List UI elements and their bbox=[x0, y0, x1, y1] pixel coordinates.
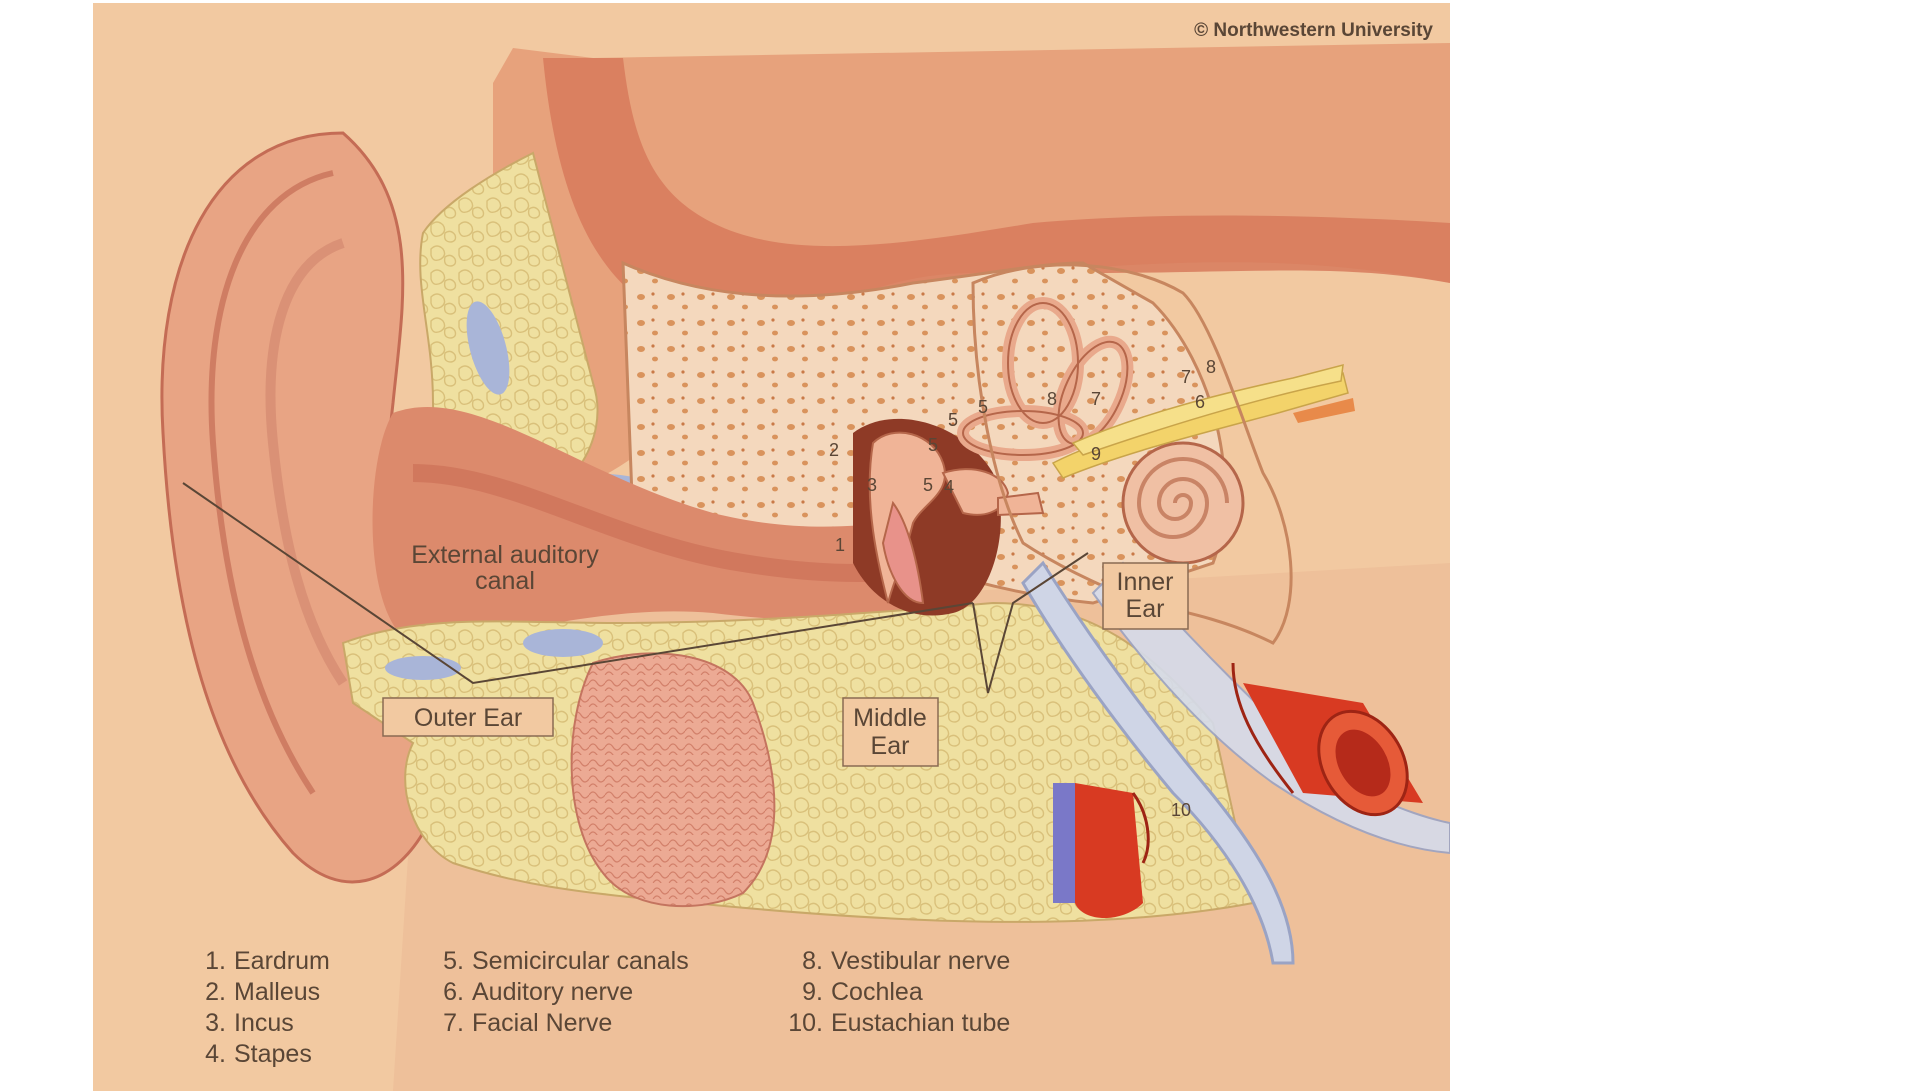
canal-label-line1: External auditory bbox=[411, 541, 599, 569]
middle-ear-label-box bbox=[842, 697, 939, 767]
legend-num-7: 7. bbox=[443, 1009, 464, 1037]
middle-ear-label-line2: Ear bbox=[871, 732, 910, 760]
cartilage-blue-1 bbox=[466, 301, 510, 395]
inner-ear-label-line2: Ear bbox=[1126, 595, 1165, 623]
eustachian-tube bbox=[1021, 560, 1295, 965]
legend-num-3: 3. bbox=[205, 1009, 226, 1037]
semicircular-canals-outline bbox=[962, 302, 1129, 456]
muscle-layer bbox=[543, 58, 1450, 343]
legend-text-7: Facial Nerve bbox=[472, 1009, 612, 1037]
legend-num-5: 5. bbox=[443, 947, 464, 975]
legend-num-8: 8. bbox=[802, 947, 823, 975]
legend-text-3: Incus bbox=[234, 1009, 294, 1037]
ear-anatomy-figure: © Northwestern University External audit… bbox=[93, 3, 1450, 1091]
marker-8b: 8 bbox=[1047, 389, 1057, 409]
legend: 1. Eardrum 2. Malleus 3. Incus 4. Stapes… bbox=[205, 947, 1010, 1068]
middle-ear-label-line1: Middle bbox=[853, 704, 927, 732]
legend-text-5: Semicircular canals bbox=[472, 947, 689, 975]
legend-text-4: Stapes bbox=[234, 1040, 312, 1068]
legend-text-6: Auditory nerve bbox=[472, 978, 633, 1006]
legend-num-10: 10. bbox=[788, 1009, 823, 1037]
middle-ear-pointer bbox=[972, 552, 1089, 694]
nerve-bundle bbox=[1051, 363, 1355, 479]
marker-1: 1 bbox=[835, 535, 845, 555]
marker-5d: 5 bbox=[923, 475, 933, 495]
legend-text-8: Vestibular nerve bbox=[831, 947, 1010, 975]
parotid-gland bbox=[570, 652, 776, 908]
canal-label-line2: canal bbox=[475, 567, 535, 595]
legend-text-9: Cochlea bbox=[831, 978, 923, 1006]
inner-ear-bone bbox=[971, 263, 1293, 645]
copyright: © Northwestern University bbox=[1194, 20, 1433, 41]
marker-5b: 5 bbox=[978, 397, 988, 417]
ear-anatomy-svg: © Northwestern University External audit… bbox=[93, 3, 1450, 1091]
marker-3: 3 bbox=[867, 475, 877, 495]
carotid-artery bbox=[1231, 662, 1423, 817]
legend-text-10: Eustachian tube bbox=[831, 1009, 1010, 1037]
inner-ear-label-line1: Inner bbox=[1117, 568, 1174, 596]
marker-2: 2 bbox=[829, 440, 839, 460]
outer-ear-pointer bbox=[182, 482, 974, 685]
legend-text-2: Malleus bbox=[234, 978, 320, 1006]
marker-7a: 7 bbox=[1181, 367, 1191, 387]
legend-num-1: 1. bbox=[205, 947, 226, 975]
marker-7b: 7 bbox=[1091, 389, 1101, 409]
legend-num-6: 6. bbox=[443, 978, 464, 1006]
legend-num-2: 2. bbox=[205, 978, 226, 1006]
jugular-vessel bbox=[1053, 783, 1150, 918]
inner-ear-label-box bbox=[1102, 562, 1189, 630]
marker-6: 6 bbox=[1195, 392, 1205, 412]
marker-4: 4 bbox=[944, 477, 954, 497]
marker-9: 9 bbox=[1091, 444, 1101, 464]
external-auditory-canal bbox=[372, 406, 953, 643]
pinna-inner-fold bbox=[265, 238, 348, 686]
outer-ear-label-box bbox=[382, 697, 554, 737]
pinna-fold bbox=[208, 170, 334, 795]
cartilage-blue-4 bbox=[523, 629, 603, 657]
incus bbox=[941, 468, 1010, 516]
cochlea bbox=[1121, 441, 1245, 565]
outer-ear-label: Outer Ear bbox=[414, 704, 522, 732]
marker-10: 10 bbox=[1171, 800, 1191, 820]
legend-num-9: 9. bbox=[802, 978, 823, 1006]
marker-8a: 8 bbox=[1206, 357, 1216, 377]
legend-num-4: 4. bbox=[205, 1040, 226, 1068]
marker-5a: 5 bbox=[948, 410, 958, 430]
marker-5c: 5 bbox=[928, 435, 938, 455]
legend-text-1: Eardrum bbox=[234, 947, 330, 975]
eardrum bbox=[881, 500, 925, 605]
